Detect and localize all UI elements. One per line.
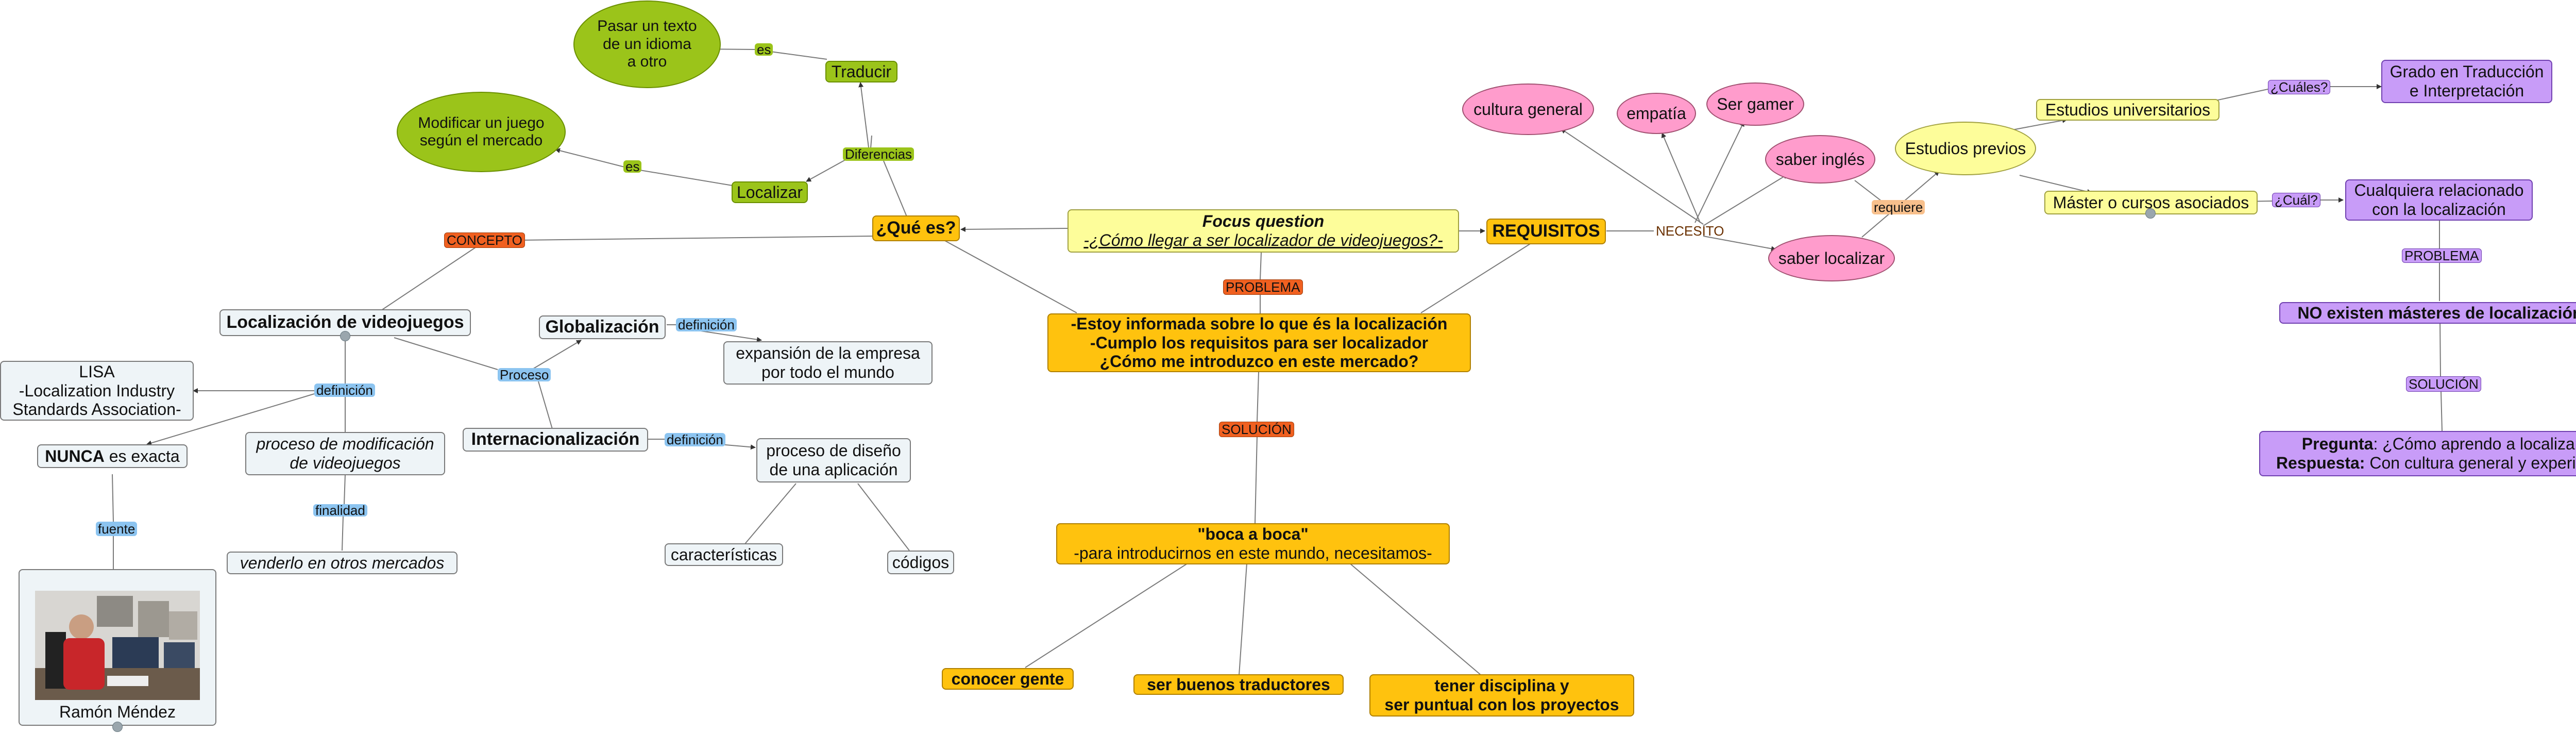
node-proceso-modificacion: proceso de modificación de videojuegos	[245, 432, 445, 475]
node-buenos-traductores: ser buenos traductores	[1133, 674, 1344, 695]
expand-badge-icon[interactable]	[112, 722, 123, 732]
node-internacionalizacion: Internacionalización	[463, 428, 648, 452]
link-label-es: es	[755, 43, 773, 56]
node-estudios-universitarios: Estudios universitarios	[2036, 99, 2219, 121]
focus-question-title: Focus question	[1202, 212, 1325, 231]
pregunta-text: : ¿Cómo aprendo a localizar?	[2373, 435, 2576, 454]
node-estudios-previos: Estudios previos	[1895, 122, 2036, 175]
pregunta-line: Pregunta: ¿Cómo aprendo a localizar?	[2302, 435, 2576, 454]
link-label-solucion: SOLUCIÓN	[2406, 376, 2481, 392]
respuesta-line: Respuesta: Con cultura general y experie…	[2276, 454, 2576, 473]
node-estoy-informada: -Estoy informada sobre lo que és la loca…	[1047, 313, 1471, 372]
node-modificar-juego: Modificar un juego según el mercado	[397, 92, 566, 172]
node-globalizacion: Globalización	[539, 315, 666, 339]
node-que-es: ¿Qué es?	[872, 215, 960, 241]
node-codigos: códigos	[887, 551, 954, 574]
link-label-diferencias: Diferencias	[843, 147, 914, 161]
node-saber-ingles: saber inglés	[1765, 135, 1875, 184]
nunca-bold: NUNCA	[45, 446, 105, 465]
node-localizar: Localizar	[732, 181, 808, 203]
node-expansion: expansión de la empresa por todo el mund…	[723, 341, 933, 385]
expand-badge-icon[interactable]	[2145, 208, 2156, 219]
respuesta-label: Respuesta:	[2276, 454, 2365, 472]
node-traducir: Traducir	[825, 61, 897, 82]
link-label-solucion: SOLUCIÓN	[1219, 422, 1294, 437]
link-label-definicion: definición	[314, 384, 375, 397]
node-nunca-exacta: NUNCA es exacta	[37, 444, 188, 468]
node-pregunta-respuesta: Pregunta: ¿Cómo aprendo a localizar? Res…	[2259, 431, 2576, 476]
link-label-problema: PROBLEMA	[2402, 248, 2482, 263]
node-disciplina: tener disciplina y ser puntual con los p…	[1369, 674, 1634, 717]
node-pasar-texto: Pasar un texto de un idioma a otro	[573, 1, 721, 88]
node-venderlo: venderlo en otros mercados	[227, 552, 457, 574]
node-grado: Grado en Traducción e Interpretación	[2381, 60, 2552, 103]
focus-question-text: -¿Cómo llegar a ser localizador de video…	[1083, 231, 1443, 249]
node-cualquiera: Cualquiera relacionado con la localizaci…	[2345, 179, 2533, 221]
expand-badge-icon[interactable]	[340, 331, 350, 341]
node-requisitos: REQUISITOS	[1486, 219, 1606, 244]
ramon-name: Ramón Méndez	[59, 703, 176, 722]
node-lisa: LISA -Localization Industry Standards As…	[0, 361, 194, 421]
pregunta-label: Pregunta	[2301, 435, 2374, 454]
link-label-problema: PROBLEMA	[1223, 279, 1303, 295]
boca-title: "boca a boca"	[1197, 525, 1309, 544]
node-localizacion-videojuegos: Localización de videojuegos	[219, 309, 471, 336]
link-label-concepto: CONCEPTO	[444, 232, 525, 248]
node-proceso-diseno: proceso de diseño de una aplicación	[756, 438, 911, 482]
node-conocer-gente: conocer gente	[942, 668, 1074, 690]
link-label-cual: ¿Cuál?	[2272, 193, 2320, 207]
ramon-photo	[35, 591, 200, 700]
node-ramon-mendez: Ramón Méndez	[19, 569, 216, 726]
link-label-finalidad: finalidad	[313, 504, 367, 517]
nunca-rest: es exacta	[104, 446, 180, 465]
node-cultura-general: cultura general	[1462, 84, 1594, 135]
boca-subtitle: -para introducirnos en este mundo, neces…	[1074, 544, 1432, 562]
node-focus-question: Focus question -¿Cómo llegar a ser local…	[1067, 209, 1459, 253]
node-no-existen: NO existen másteres de localización	[2279, 302, 2576, 324]
link-label-fuente: fuente	[96, 522, 138, 536]
respuesta-text: Con cultura general y experiencia	[2369, 454, 2576, 472]
node-ser-gamer: Ser gamer	[1706, 82, 1804, 126]
node-boca-a-boca: "boca a boca" -para introducirnos en est…	[1056, 523, 1450, 564]
node-master: Máster o cursos asociados	[2044, 191, 2258, 214]
link-label-definicion: definición	[665, 433, 725, 446]
person-at-desk-image	[35, 591, 200, 700]
node-empatia: empatía	[1617, 93, 1696, 134]
link-label-es: es	[623, 160, 642, 173]
link-label-definicion: definición	[676, 318, 737, 331]
link-label-proceso: Proceso	[498, 368, 551, 381]
node-saber-localizar: saber localizar	[1768, 235, 1895, 281]
link-label-requiere: requiere	[1872, 200, 1925, 214]
link-label-cuales: ¿Cuáles?	[2268, 80, 2331, 94]
link-label-necesito: NECESITO	[1656, 223, 1724, 239]
node-caracteristicas: características	[665, 543, 783, 566]
